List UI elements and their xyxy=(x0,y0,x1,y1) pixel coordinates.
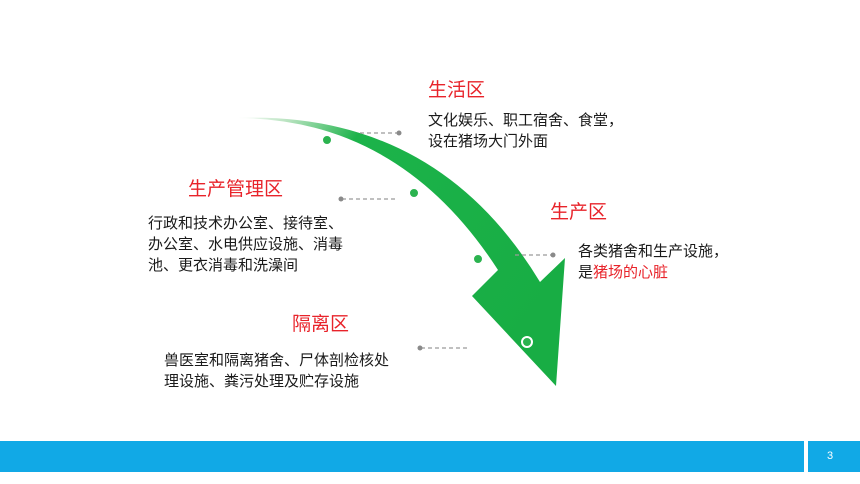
management-zone-desc-line: 办公室、水电供应设施、消毒 xyxy=(148,235,344,253)
arrow-node-4 xyxy=(521,336,533,348)
management-zone-desc-line: 池、更衣消毒和洗澡间 xyxy=(148,256,299,274)
management-zone-title: 生产管理区 xyxy=(188,178,284,200)
arrow-node-1 xyxy=(321,134,333,146)
connector-dot-isolation xyxy=(417,345,423,351)
page-number-box xyxy=(808,441,860,472)
isolation-zone-title: 隔离区 xyxy=(292,313,350,335)
production-zone-title: 生产区 xyxy=(550,201,608,223)
living-zone-desc-line: 文化娱乐、职工宿舍、食堂， xyxy=(428,111,624,129)
arrow-node-2 xyxy=(408,187,420,199)
management-zone-desc: 行政和技术办公室、接待室、 办公室、水电供应设施、消毒 池、更衣消毒和洗澡间 xyxy=(148,213,343,276)
isolation-zone-desc-line: 理设施、粪污处理及贮存设施 xyxy=(164,372,360,390)
living-zone-desc-line: 设在猪场大门外面 xyxy=(428,132,549,150)
living-zone-desc: 文化娱乐、职工宿舍、食堂， 设在猪场大门外面 xyxy=(428,110,623,152)
curved-arrow xyxy=(236,117,565,386)
production-zone-desc-line: 各类猪舍和生产设施， xyxy=(578,242,729,260)
production-zone-desc-prefix: 是 xyxy=(578,263,594,281)
management-zone-desc-line: 行政和技术办公室、接待室、 xyxy=(148,214,344,232)
connector-dot-living xyxy=(396,130,402,136)
living-zone-title: 生活区 xyxy=(428,79,486,101)
isolation-zone-desc-line: 兽医室和隔离猪舍、尸体剖检核处 xyxy=(164,351,390,369)
isolation-zone-desc: 兽医室和隔离猪舍、尸体剖检核处 理设施、粪污处理及贮存设施 xyxy=(164,350,389,392)
production-zone-desc: 各类猪舍和生产设施， 是猪场的心脏 xyxy=(578,241,728,283)
footer-bar xyxy=(0,441,804,472)
page-number: 3 xyxy=(826,450,834,462)
connector-dot-production xyxy=(550,252,556,258)
production-zone-desc-line: 是猪场的心脏 xyxy=(578,262,728,283)
connector-dot-management xyxy=(338,196,344,202)
arrow-node-3 xyxy=(472,253,484,265)
production-zone-highlight: 猪场的心脏 xyxy=(593,263,669,281)
